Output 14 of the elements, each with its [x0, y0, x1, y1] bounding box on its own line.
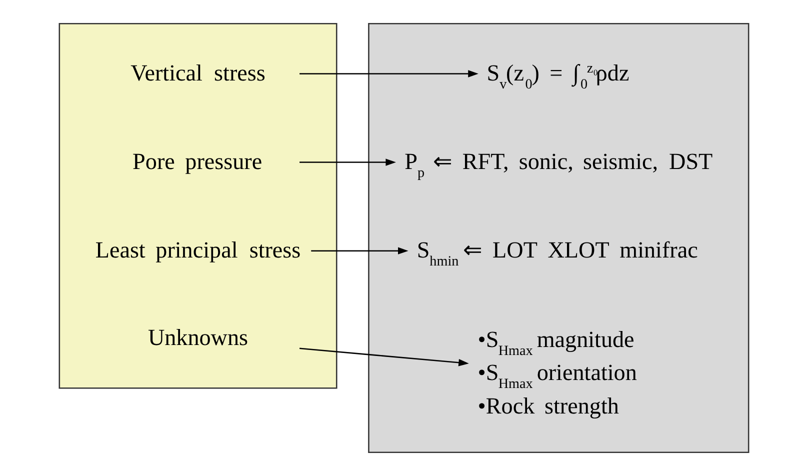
- node-text: Vertical stress: [130, 60, 266, 86]
- arrow: [299, 348, 469, 366]
- node-text: S$_{hmin}$ ⇐ LOT XLOT minifrac: [416, 236, 698, 270]
- node-text: Pore pressure: [132, 148, 262, 174]
- arrow: [311, 247, 408, 254]
- arrow: [300, 158, 396, 166]
- node-text: S$_{v}$(z$_{0}$) = ∫$_{0}$$^{z₀}$ρdz: [486, 60, 630, 93]
- node-text: Unknowns: [148, 324, 248, 350]
- arrow: [300, 70, 478, 78]
- cluster: [58, 23, 338, 389]
- node-text: P$_{p}$ ⇐ RFT, sonic, seismic, DST: [404, 148, 713, 182]
- node-text: Least principal stress: [95, 236, 301, 263]
- cluster: [368, 23, 750, 453]
- node-text: •S$_{Hmax}$ magnitude •S$_{Hmax}$ orientation •Rock strength: [478, 326, 637, 419]
